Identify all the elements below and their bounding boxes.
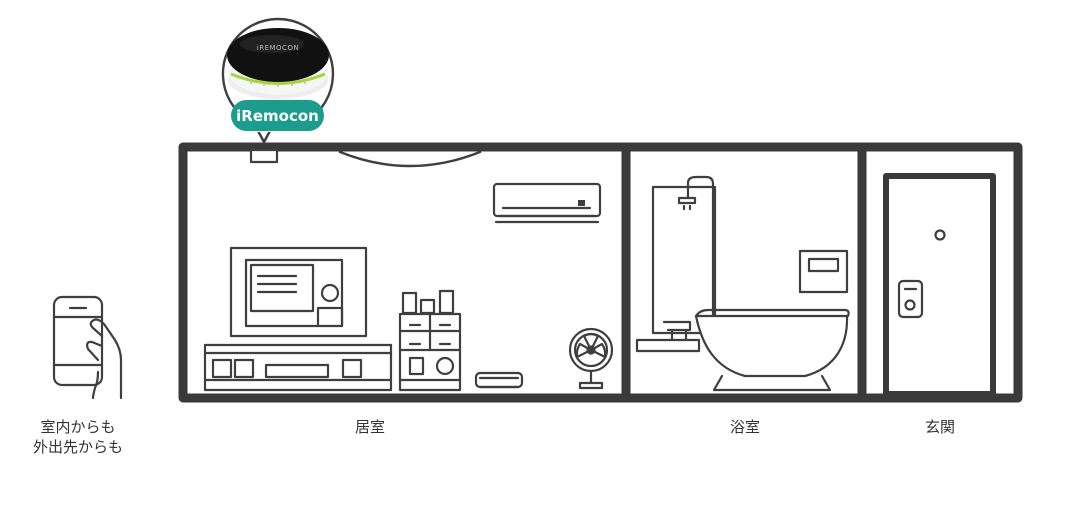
ceiling-hub-icon	[249, 148, 279, 164]
room-label-entrance: 玄関	[924, 418, 955, 436]
phone-caption-line-2: 外出先からも	[32, 438, 123, 456]
remote-hub-callout: iREMOCON iRemocon	[221, 17, 335, 144]
room-label-living: 居室	[354, 418, 385, 436]
air-conditioner-icon	[492, 182, 602, 224]
television-icon	[229, 246, 368, 338]
device-logo: iREMOCON	[257, 44, 299, 52]
brand-badge-text: iRemocon	[236, 107, 319, 125]
fan-icon	[568, 327, 614, 390]
house-walls	[178, 142, 1023, 403]
phone-caption-line-1: 室内からも	[40, 418, 116, 436]
tv-stand-icon	[203, 343, 393, 392]
phone-caption: 室内からも 外出先からも	[18, 417, 138, 457]
room-label-bath: 浴室	[729, 418, 760, 436]
brand-badge	[231, 100, 324, 131]
door-icon	[883, 173, 996, 397]
smartphone-hand-icon	[52, 295, 123, 400]
bath-control-panel-icon	[798, 249, 849, 294]
ceiling-light-icon	[338, 150, 482, 168]
shower-icon	[651, 175, 717, 335]
faucet-icon	[635, 320, 701, 353]
shelf-icon	[398, 289, 462, 392]
remote-hub-icon: iREMOCON	[227, 28, 329, 99]
robot-vacuum-icon	[474, 371, 524, 389]
bathtub-icon	[694, 308, 850, 392]
